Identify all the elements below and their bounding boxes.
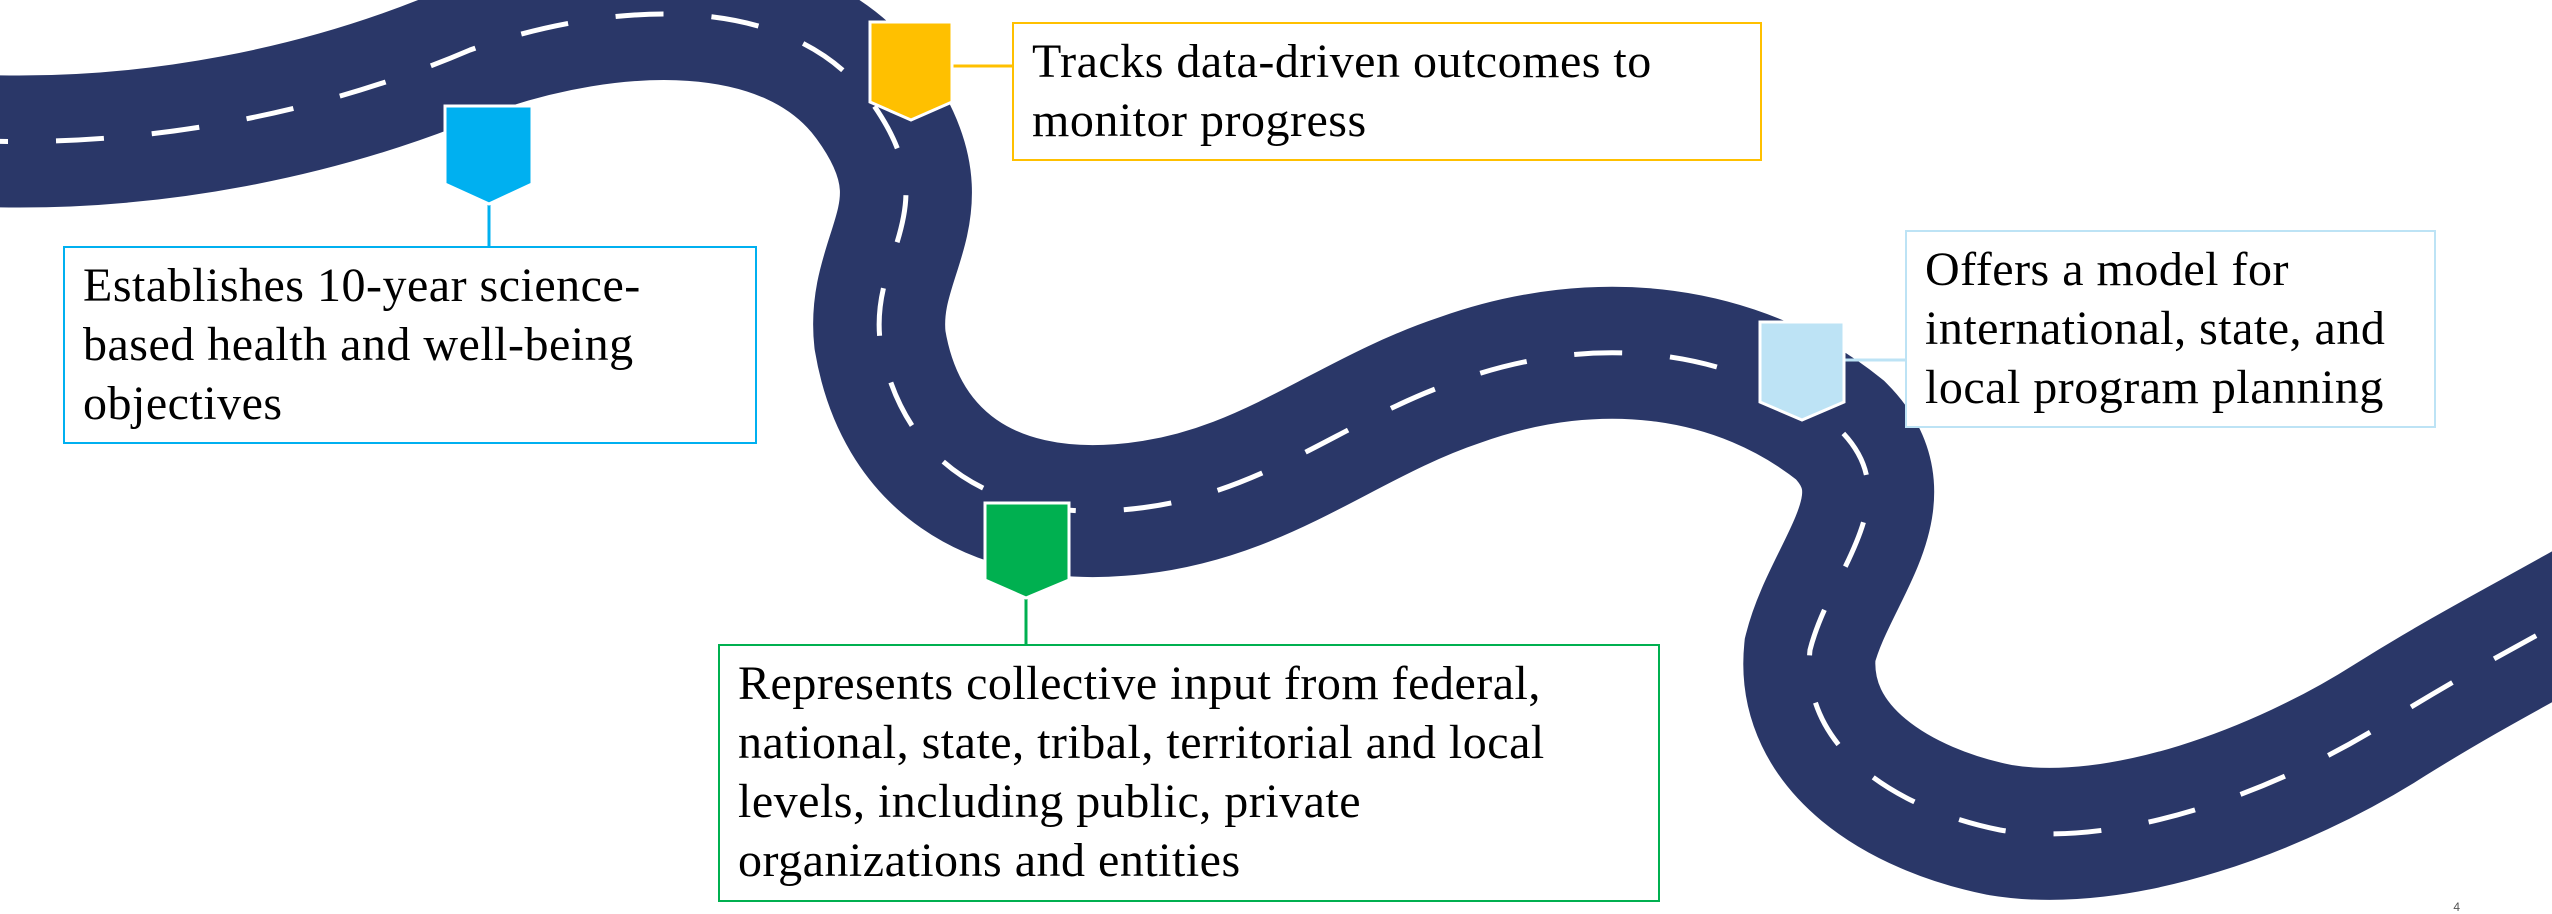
milestone-callout-model: Offers a model for international, state,… [1905, 230, 2436, 428]
marker-badge-collective-input [983, 501, 1071, 600]
milestone-callout-outcomes: Tracks data-driven outcomes to monitor p… [1012, 22, 1762, 161]
marker-badge-objectives [443, 104, 534, 206]
page-number: 4 [2453, 900, 2460, 914]
road-center-dashes [0, 11, 2552, 837]
marker-badge-model [1758, 320, 1846, 422]
milestone-callout-collective-input: Represents collective input from federal… [718, 644, 1660, 902]
marker-badge-outcomes [868, 20, 954, 122]
milestone-callout-objectives: Establishes 10-year science- based healt… [63, 246, 757, 444]
